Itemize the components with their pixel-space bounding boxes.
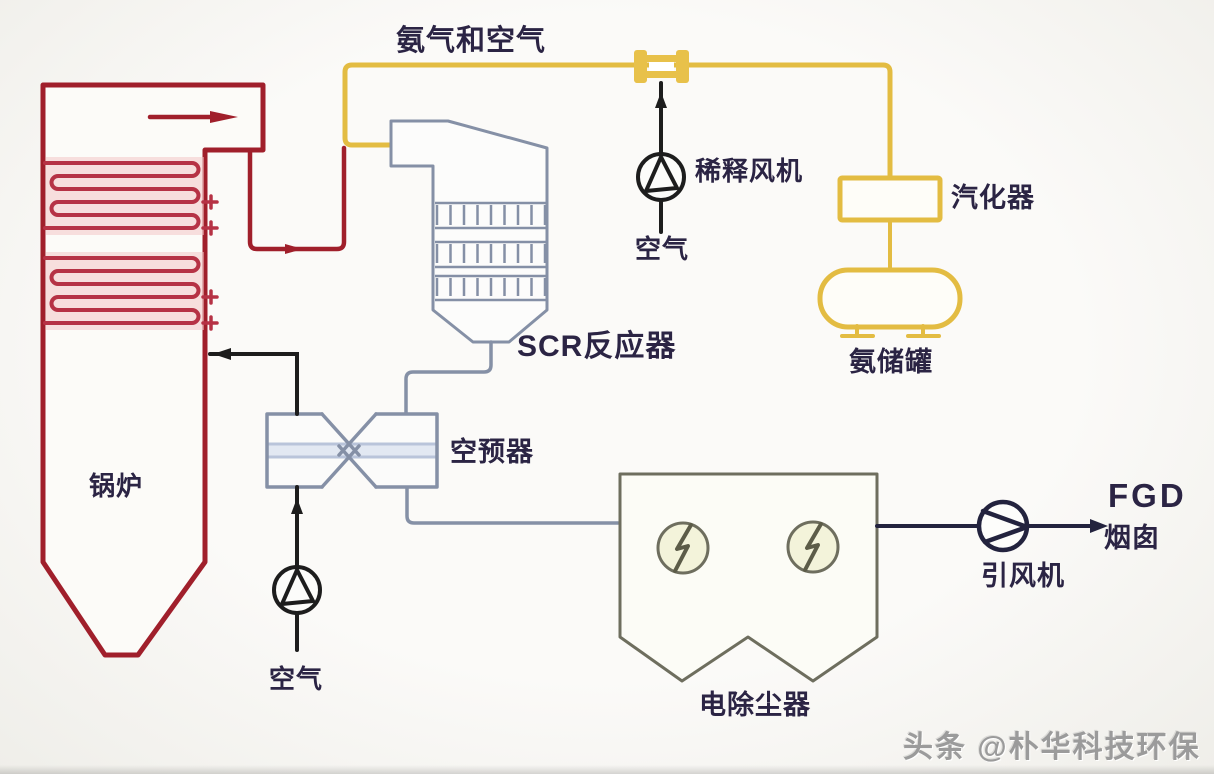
label-boiler: 锅炉 xyxy=(89,471,144,501)
preheater-cross-diagonals xyxy=(320,412,378,489)
preheater-to-esp-line xyxy=(405,485,620,525)
boiler-outlet-duct xyxy=(247,145,347,254)
preheater-center-band xyxy=(267,444,437,457)
scr-reactor-shape xyxy=(389,119,549,344)
mixer-flange-left xyxy=(634,50,647,83)
to-fgd-arrowhead xyxy=(1090,519,1108,533)
ammonia-tank-legs xyxy=(840,324,941,338)
boiler-coil-bank-2 xyxy=(43,256,201,325)
boiler-coil-bank-1 xyxy=(43,161,201,230)
mixer-icon xyxy=(634,50,689,83)
scr-to-preheater-line xyxy=(404,340,493,416)
dilution-fan xyxy=(636,81,686,234)
vaporizer-shape xyxy=(837,175,943,270)
label-esp: 电除尘器 xyxy=(699,690,811,720)
scr-reactor-outline xyxy=(389,119,549,344)
scr-catalyst-cells-2 xyxy=(435,244,547,263)
scr-catalyst-layer-lines xyxy=(435,201,547,302)
preheater-right-box xyxy=(374,412,439,489)
mixer-flange-right xyxy=(676,50,689,83)
boiler-flow-arrowhead xyxy=(210,111,238,123)
dilution-fan-up-arrowhead xyxy=(655,92,667,108)
boiler-coil-bank-2-bg xyxy=(46,252,204,330)
lightning-icon-2 xyxy=(803,522,823,572)
dilution-fan-impeller xyxy=(644,155,679,193)
id-fan-outlet xyxy=(875,499,1108,553)
ammonia-air-main-pipe xyxy=(342,62,893,181)
boiler-shape xyxy=(40,82,266,658)
mixer-center xyxy=(649,59,674,73)
preheater-left-box xyxy=(265,412,324,489)
ammonia-tank-shape xyxy=(817,267,963,338)
flue-gas-lines xyxy=(404,340,620,525)
lightning-icon-1 xyxy=(673,523,693,573)
label-dilution-fan-air: 空气 xyxy=(635,234,690,264)
preheater-center-lines xyxy=(267,442,437,459)
preheater-to-boiler-air-line xyxy=(208,352,299,416)
ammonia-air-pipe xyxy=(342,50,893,181)
mixer-bar-bottom xyxy=(647,71,676,78)
scr-catalyst-cells-1 xyxy=(435,205,547,225)
label-chimney: 烟囱 xyxy=(1104,523,1160,553)
label-fd-fan-air: 空气 xyxy=(269,664,324,694)
id-fan-impeller xyxy=(980,508,1030,545)
into-boiler-arrowhead xyxy=(213,348,231,360)
ammonia-tank-vessel xyxy=(817,267,963,330)
duct-arrowhead xyxy=(285,244,303,254)
label-fgd: FGD xyxy=(1108,477,1187,514)
label-ammonia-tank: 氨储罐 xyxy=(849,347,933,377)
label-dilution-fan: 稀释风机 xyxy=(695,156,804,186)
air-preheater-shape xyxy=(265,412,439,489)
mixer-bar-top xyxy=(647,55,676,62)
preheater-up-arrowhead xyxy=(291,498,303,514)
boiler-coil-bank-1-bg xyxy=(46,157,204,235)
label-air-preheater: 空预器 xyxy=(450,437,534,467)
bottom-edge-strip xyxy=(0,765,1214,774)
esp-outline xyxy=(618,472,879,683)
esp-shape xyxy=(618,472,879,683)
combustion-air-line xyxy=(208,348,322,652)
fd-fan-impeller xyxy=(280,568,315,606)
watermark-text: 头条 @朴华科技环保 xyxy=(903,731,1201,764)
flue-duct-red xyxy=(247,145,347,252)
vaporizer-box xyxy=(837,175,943,223)
scr-catalyst-cells-3 xyxy=(435,278,547,296)
boiler-coil-stubs xyxy=(201,194,219,331)
label-ammonia-and-air: 氨气和空气 xyxy=(396,25,547,57)
label-vaporizer: 汽化器 xyxy=(951,183,1035,213)
label-scr-reactor: SCR反应器 xyxy=(517,330,677,363)
label-id-fan: 引风机 xyxy=(981,561,1065,591)
